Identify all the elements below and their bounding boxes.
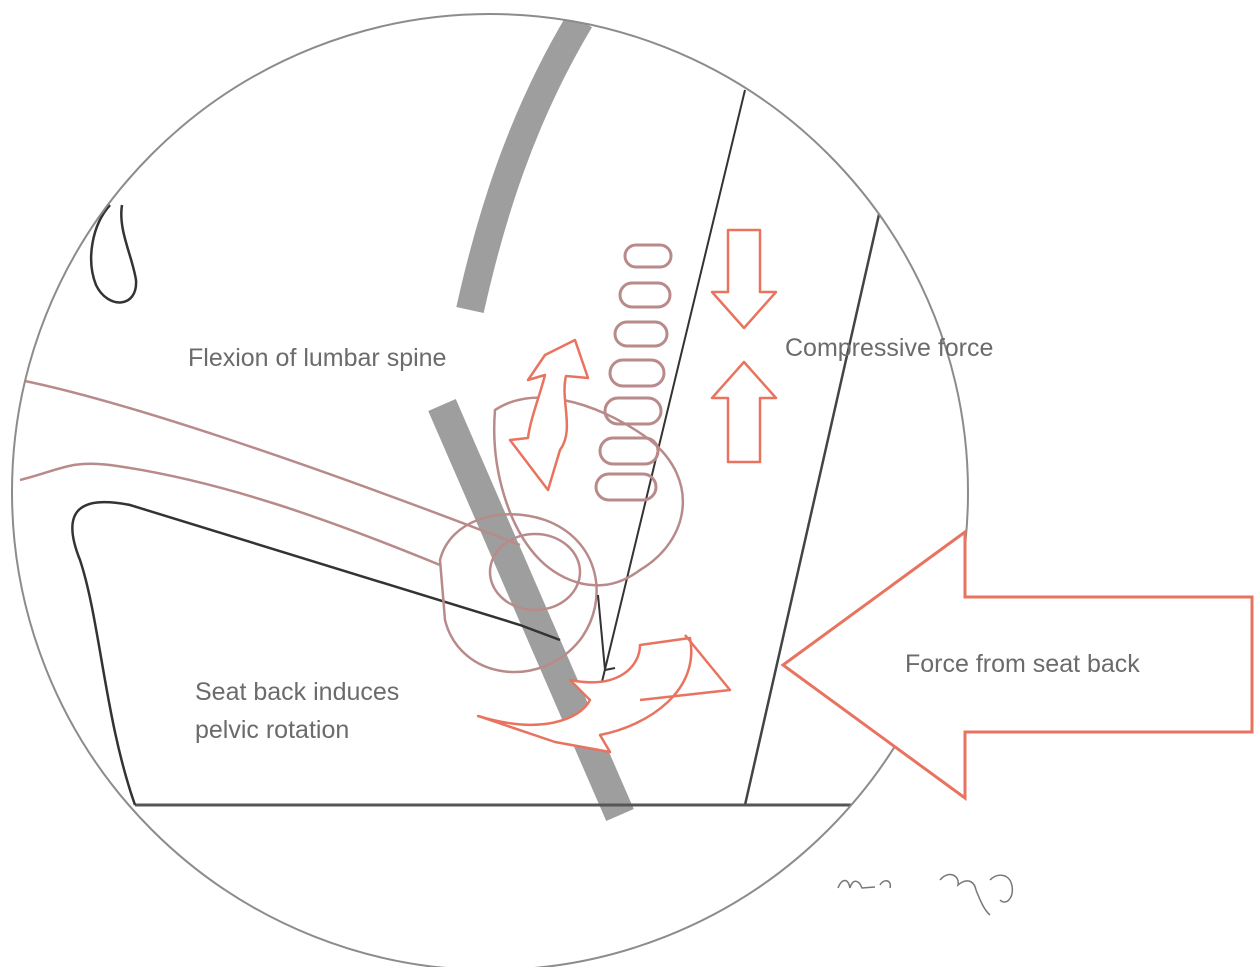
seat-cushion [72, 502, 560, 805]
seat-back-induces-label: Seat back induces [195, 676, 399, 708]
seat-belt-upper [470, 20, 580, 310]
pelvic-rotation-label: pelvic rotation [195, 714, 349, 746]
flexion-label: Flexion of lumbar spine [188, 342, 446, 374]
compressive-arrow-down [712, 230, 776, 328]
compressive-arrow-up [712, 362, 776, 462]
flexion-arrow [510, 340, 588, 490]
pelvic-rotation-arrow [478, 638, 691, 752]
compressive-force-label: Compressive force [785, 332, 993, 364]
thigh-lower [20, 464, 440, 565]
artist-signature [838, 875, 1012, 915]
spine-marker [598, 595, 615, 670]
force-from-seat-back-label: Force from seat back [905, 648, 1140, 680]
lumbar-vertebrae [596, 245, 671, 500]
